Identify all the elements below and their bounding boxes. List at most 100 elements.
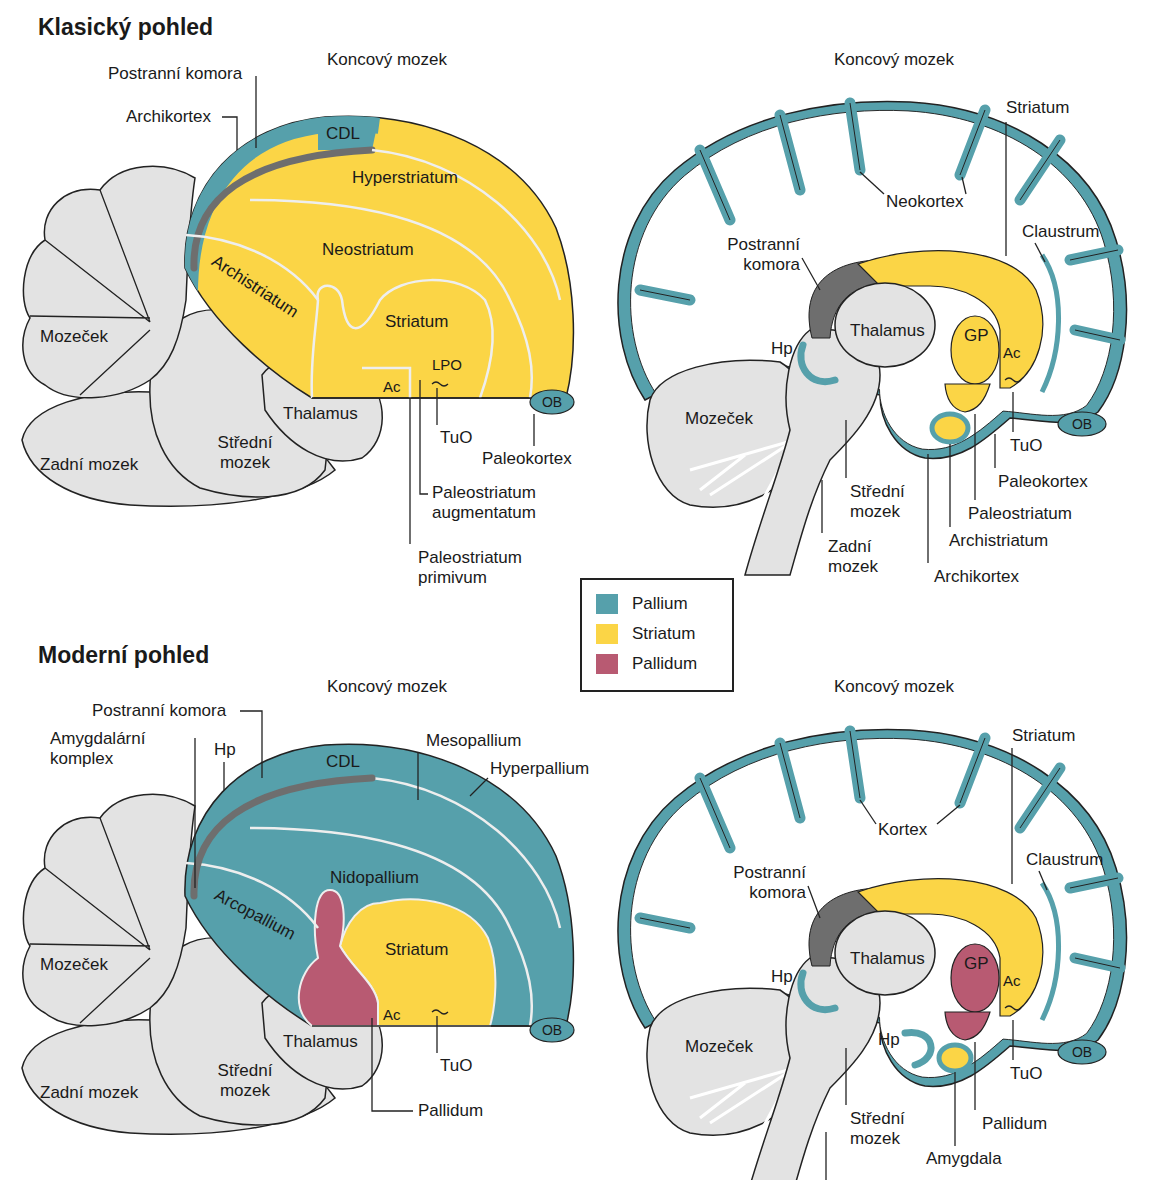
leader-line — [802, 122, 1045, 563]
legend-swatch — [596, 654, 618, 674]
leader-line — [409, 398, 410, 544]
tubercle-mark — [432, 382, 448, 386]
region-boundary — [318, 280, 493, 398]
region-label: GP — [964, 954, 989, 974]
region-label: Paleostriatum augmentatum — [432, 483, 567, 523]
leader-line — [962, 177, 966, 194]
archistriatum — [932, 414, 968, 442]
region-label: TuO — [440, 428, 472, 448]
olfactory-bulb — [530, 390, 574, 414]
region-label: Paleostriatum primivum — [418, 548, 553, 588]
region-label: Postranní komora — [108, 64, 242, 84]
region-label: Mesopallium — [426, 731, 521, 751]
region-label: Nidopallium — [330, 868, 419, 888]
region-label: Thalamus — [850, 949, 925, 969]
region-label: Hp — [771, 967, 793, 987]
region-label: Střední mozek — [205, 433, 285, 473]
leader-line — [1005, 122, 1006, 256]
region-label: Claustrum — [1026, 850, 1103, 870]
leader-line — [420, 380, 428, 494]
region-label: Amygdala — [926, 1149, 1002, 1169]
region-label: Mozeček — [40, 327, 108, 347]
leader-line — [470, 778, 488, 796]
region-label: CDL — [326, 752, 360, 772]
leader-line — [802, 258, 820, 290]
region-label: Hp — [214, 740, 236, 760]
region-label: TuO — [1010, 436, 1042, 456]
bird-brain-modern — [22, 744, 574, 1134]
region-label: Amygdalární komplex — [50, 729, 160, 769]
region-label: Paleokortex — [482, 449, 572, 469]
region-label: Thalamus — [283, 404, 358, 424]
region-label: Hyperstriatum — [352, 168, 458, 188]
region-label: Ac — [383, 377, 401, 396]
region-label: Koncový mozek — [834, 50, 954, 70]
leader-line — [1035, 243, 1045, 262]
region-label: CDL — [326, 124, 360, 144]
region-label: Zadní mozek — [828, 537, 898, 577]
region-label: OB — [1072, 415, 1092, 433]
region-label: Striatum — [1012, 726, 1075, 746]
region-label: Střední mozek — [205, 1061, 285, 1101]
region-label: Pallidum — [418, 1101, 483, 1121]
bird-brain-modern — [372, 778, 560, 928]
region-label: Mozeček — [685, 409, 753, 429]
region-label: Ac — [383, 1005, 401, 1024]
region-label: Archikortex — [126, 107, 211, 127]
legend-text: Pallidum — [632, 654, 697, 674]
mammal-brain-modern — [618, 729, 1127, 1180]
region-label: Koncový mozek — [327, 677, 447, 697]
region-label: Koncový mozek — [834, 677, 954, 697]
region-label: Hp — [771, 339, 793, 359]
region-label: Zadní mozek — [40, 455, 138, 475]
mammal-brain-modern — [945, 1012, 990, 1040]
leader-line — [845, 420, 846, 478]
region-label: OB — [1072, 1043, 1092, 1061]
region-label: Striatum — [385, 312, 448, 332]
leader-line — [222, 76, 534, 544]
bird-brain-modern — [432, 1010, 448, 1014]
region-label: Postranní komora — [706, 863, 806, 903]
region-label: Archikortex — [934, 567, 1019, 587]
region-label: Kortex — [878, 820, 927, 840]
region-boundary — [362, 368, 410, 398]
leader-line — [937, 805, 960, 824]
region-label: GP — [964, 326, 989, 346]
bird-brain-modern — [186, 778, 560, 1026]
region-label: LPO — [432, 355, 462, 374]
region-label: Thalamus — [283, 1032, 358, 1052]
legend-box: PalliumStriatumPallidum — [580, 578, 734, 692]
legend-swatch — [596, 594, 618, 614]
region-label: Střední mozek — [850, 482, 920, 522]
leader-line — [845, 1048, 846, 1105]
leader-line — [240, 711, 262, 778]
leader-line — [974, 1042, 975, 1110]
region-label: Ac — [1003, 971, 1021, 990]
mammal-brain-modern — [905, 1032, 931, 1065]
leader-line — [927, 454, 928, 563]
region-label: Neokortex — [886, 192, 963, 212]
leader-line — [255, 76, 256, 148]
region-label: Postranní komora — [92, 701, 226, 721]
region-label: Striatum — [1006, 98, 1069, 118]
leader-line — [1012, 1020, 1013, 1060]
region-label: Claustrum — [1022, 222, 1099, 242]
region-label: Arcopallium — [211, 884, 299, 944]
region-label: OB — [542, 393, 562, 411]
region-boundary — [186, 150, 560, 398]
bird-brain-modern — [530, 1018, 574, 1042]
leader-line — [825, 1132, 826, 1180]
region-label: Střední mozek — [850, 1109, 920, 1149]
bird-brain-modern — [185, 744, 574, 1026]
mammal-brain-modern — [618, 729, 1127, 1180]
legend-text: Pallium — [632, 594, 688, 614]
region-label: Koncový mozek — [327, 50, 447, 70]
leader-line — [974, 414, 975, 500]
leader-line — [372, 1018, 413, 1111]
leader-line — [195, 711, 488, 1111]
region-label: TuO — [440, 1056, 472, 1076]
leader-line — [1011, 748, 1012, 884]
bird-brain-modern — [299, 890, 378, 1026]
leader-line — [1012, 392, 1013, 432]
region-label: Thalamus — [850, 321, 925, 341]
